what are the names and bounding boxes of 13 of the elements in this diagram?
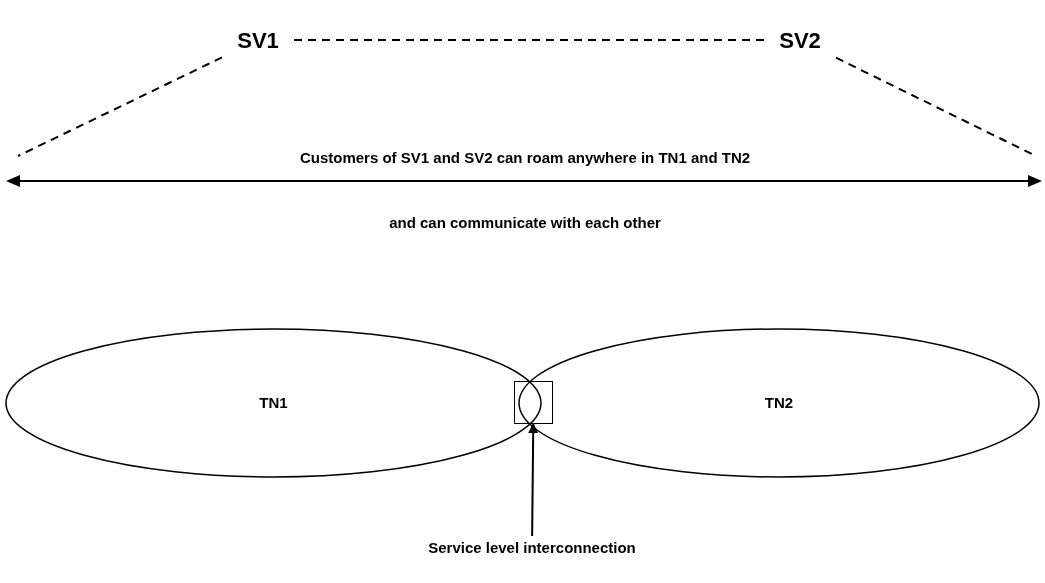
region-label: TN1 — [259, 392, 288, 413]
caption-text: and can communicate with each other — [388, 213, 662, 233]
node-label: Service level interconnection — [428, 537, 636, 558]
dashed-line — [293, 39, 765, 41]
arrow — [528, 423, 539, 537]
interconnection-box — [514, 381, 553, 424]
region-label: TN2 — [764, 392, 794, 413]
dashed-line — [17, 56, 223, 157]
caption-text: Customers of SV1 and SV2 can roam anywhere in TN1 and TN2 — [298, 148, 752, 168]
node-label: SV2 — [779, 26, 821, 55]
node-label: SV1 — [237, 26, 279, 55]
network-ellipse — [518, 328, 1040, 478]
network-ellipse — [5, 328, 542, 478]
